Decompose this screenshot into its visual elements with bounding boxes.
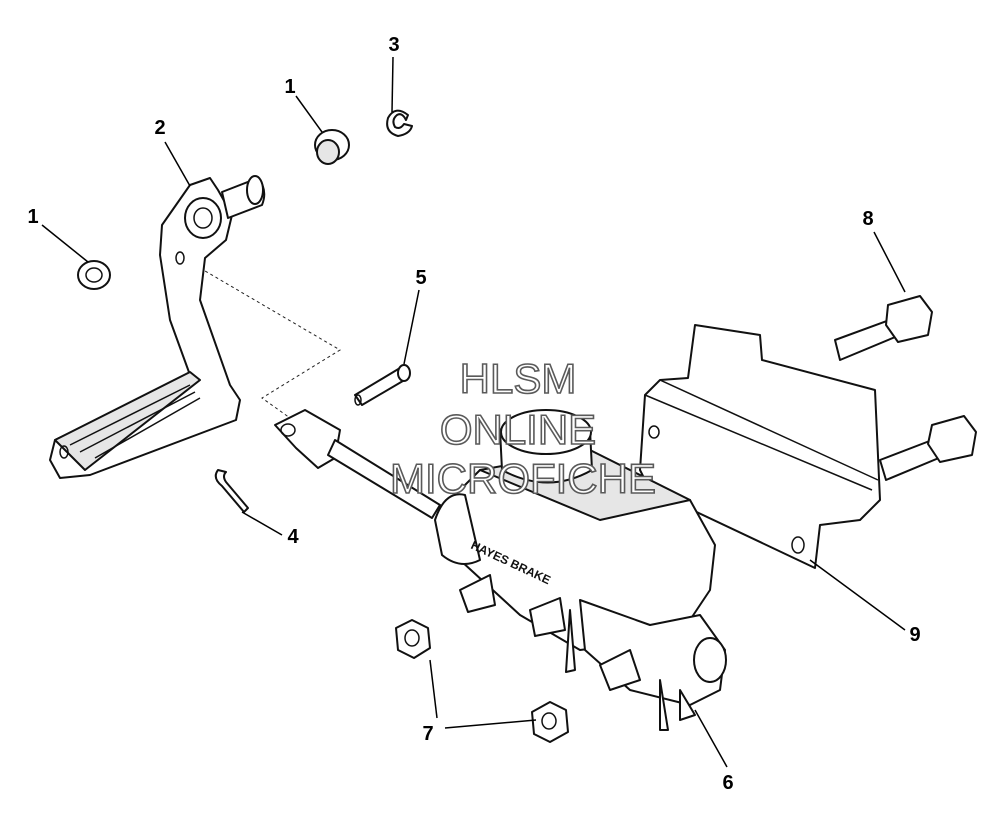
mounting-bracket[interactable]: [639, 324, 881, 569]
watermark-line-3: MICROFICHE: [390, 455, 656, 502]
e-clip[interactable]: [386, 109, 413, 137]
master-cylinder[interactable]: [434, 409, 727, 731]
nut-upper[interactable]: [395, 619, 431, 659]
cotter-pin[interactable]: [214, 469, 249, 513]
bushing-left[interactable]: [77, 260, 111, 290]
callout-1-left: 1: [27, 206, 38, 228]
watermark-line-1: HLSM: [460, 355, 577, 402]
clevis-push-rod[interactable]: [274, 409, 441, 519]
watermark-line-2: ONLINE: [440, 406, 596, 453]
clevis-pin[interactable]: [354, 364, 411, 406]
bolt-lower[interactable]: [879, 415, 977, 481]
callout-3: 3: [388, 34, 399, 56]
callout-8: 8: [862, 208, 873, 230]
bolt-upper[interactable]: [834, 295, 933, 361]
nut-lower[interactable]: [531, 701, 569, 743]
callout-7: 7: [422, 723, 433, 745]
linkage-dashed-lines: [199, 267, 341, 419]
leader-lines: [41, 56, 906, 768]
watermark: HLSM ONLINE MICROFICHE: [389, 354, 657, 503]
callout-2: 2: [154, 117, 165, 139]
callouts: 1 2 1 3 4 5 6 7 8 9: [27, 34, 920, 794]
callout-4: 4: [287, 526, 299, 548]
callout-5: 5: [415, 267, 426, 289]
callout-1-top: 1: [284, 76, 295, 98]
brake-pedal-arm[interactable]: [49, 175, 266, 479]
bushing-top[interactable]: [314, 129, 350, 165]
callout-6: 6: [722, 772, 733, 794]
callout-9: 9: [909, 624, 920, 646]
